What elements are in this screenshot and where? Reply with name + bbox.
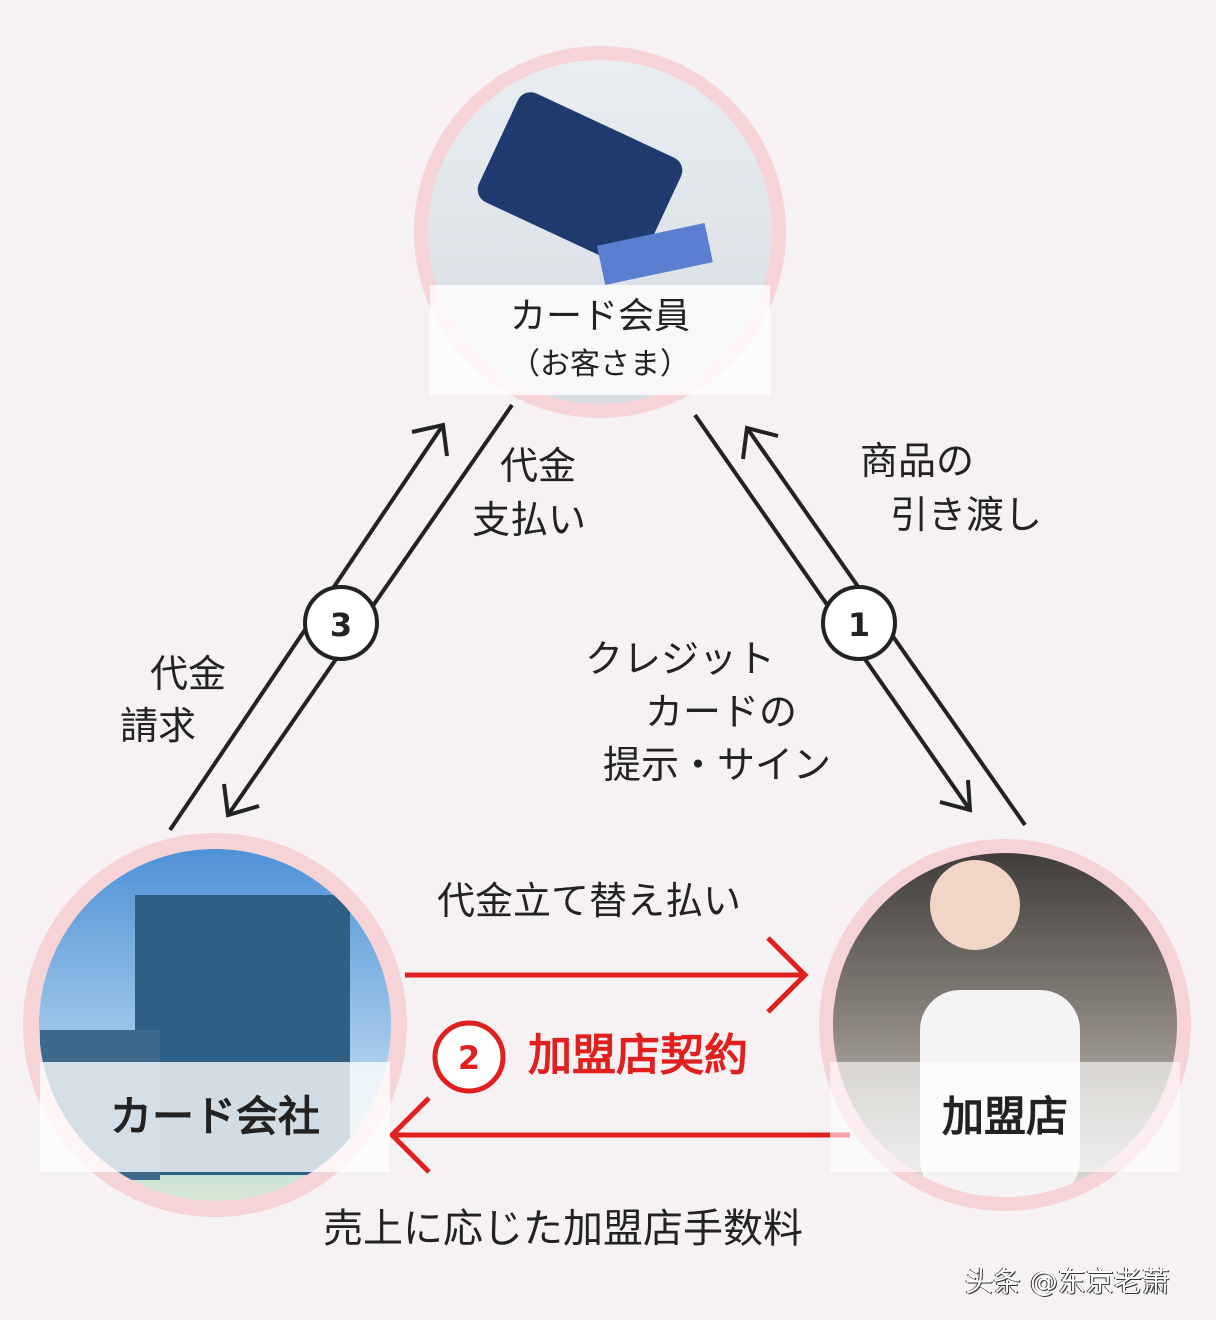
merchant-label: 加盟店 <box>830 1062 1180 1172</box>
presentation-label-3: 提示・サイン <box>603 743 832 787</box>
step-3-badge: 3 <box>329 606 353 644</box>
delivery-label-1: 商品の <box>860 439 975 483</box>
payment-label-1: 代金 <box>500 444 577 488</box>
contract-arrows <box>388 936 850 1174</box>
delivery-label-2: 引き渡し <box>890 493 1043 537</box>
shop-staff-icon <box>930 860 1020 950</box>
advance-payment-label: 代金立て替え払い <box>437 879 742 923</box>
member-subtitle: （お客さま） <box>510 347 690 382</box>
presentation-label-2: カードの <box>645 690 798 734</box>
step-badges <box>303 585 897 1094</box>
member-label-band: カード会員 （お客さま） <box>430 285 770 395</box>
step-2-badge: 2 <box>457 1039 481 1077</box>
company-label: カード会社 <box>40 1062 390 1172</box>
billing-label-1: 代金 <box>150 652 227 696</box>
step-1-badge: 1 <box>847 606 871 644</box>
member-title: カード会員 <box>509 296 690 337</box>
watermark: 头条 @东京老萧 <box>965 1265 1170 1298</box>
merchant-fee-label: 売上に応じた加盟店手数料 <box>323 1206 803 1252</box>
payment-label-2: 支払い <box>472 498 587 542</box>
card-terminal-icon <box>477 92 683 268</box>
presentation-label-1: クレジット <box>585 637 776 681</box>
billing-label-2: 請求 <box>120 704 197 748</box>
merchant-contract-label: 加盟店契約 <box>528 1030 748 1081</box>
